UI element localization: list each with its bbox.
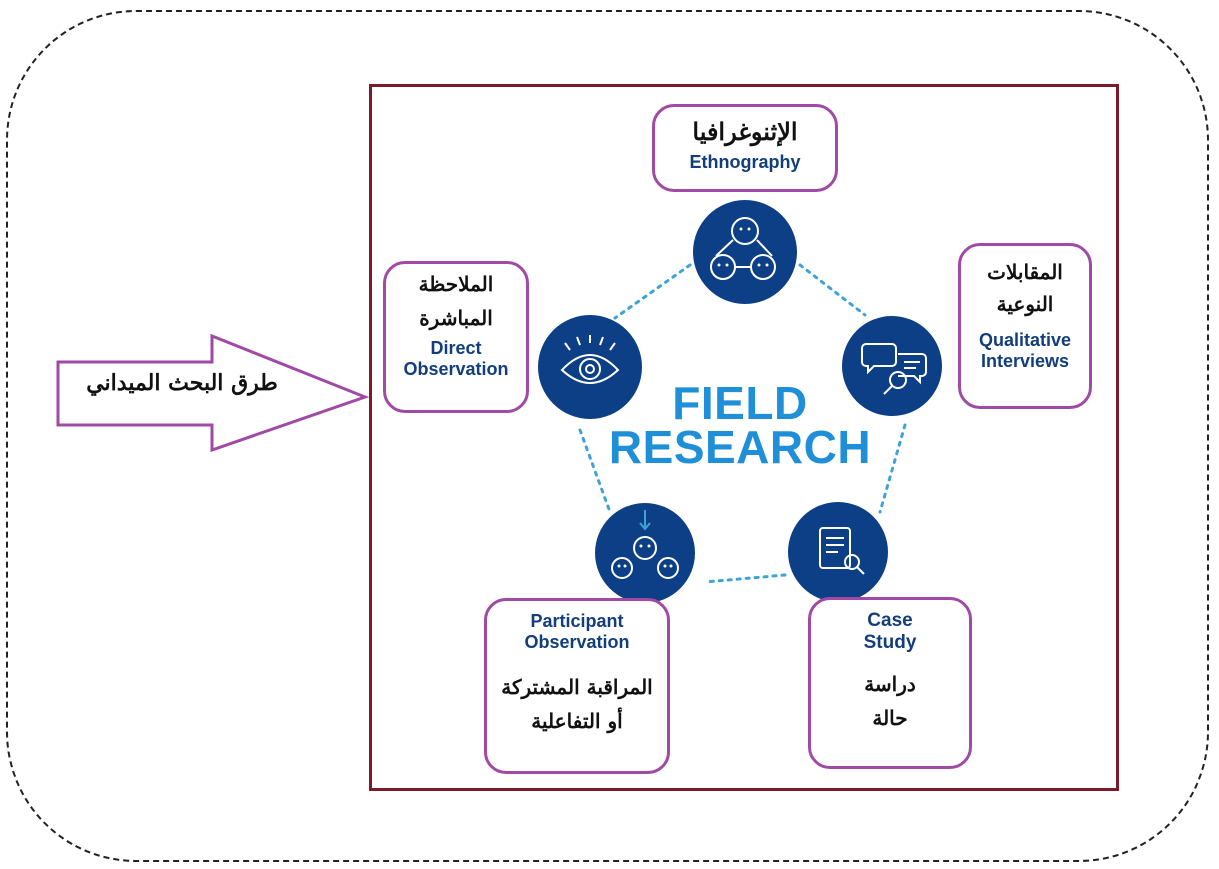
label-ethnography: الإثنوغرافيا Ethnography [652,104,838,192]
three-people-network-icon [693,200,797,304]
label-case-study: Case Study دراسة حالة [808,597,972,769]
interviews-arabic-line-2: النوعية [996,292,1054,316]
direct-arabic-line-1: الملاحظة [418,272,494,296]
document-search-icon [788,502,888,602]
direct-english-line-2: Observation [403,359,509,379]
participant-english-line-2: Observation [524,632,630,652]
participant-english-line-1: Participant [530,611,624,631]
outer-dashed-border [6,10,1209,862]
direct-arabic-line-2: المباشرة [419,306,493,330]
speech-bubbles-search-icon [842,316,942,416]
label-participant-observation: Participant Observation المراقبة المشترك… [484,598,670,774]
group-arrow-icon [595,503,695,603]
eye-icon [538,315,642,419]
pointer-arrow [56,333,370,453]
label-qualitative-interviews: المقابلات النوعية Qualitative Interviews [958,243,1092,409]
arrow-label: طرق البحث الميداني [86,370,278,396]
interviews-english-line-2: Interviews [980,351,1070,371]
ethnography-arabic: الإثنوغرافيا [692,117,798,146]
interviews-english-line-1: Qualitative [978,330,1072,350]
case-study-arabic-line-2: حالة [872,706,908,730]
case-study-arabic-line-1: دراسة [864,672,916,696]
ethnography-english: Ethnography [689,152,801,172]
direct-english-line-1: Direct [430,338,482,358]
interviews-arabic-line-1: المقابلات [987,260,1063,284]
participant-arabic-line-2: أو التفاعلية [531,709,623,733]
dotted-ring [578,263,907,584]
label-direct-observation: الملاحظة المباشرة Direct Observation [383,261,529,413]
case-study-english-line-2: Study [863,632,917,653]
center-title-line-1: FIELD [672,377,808,429]
case-study-english-line-1: Case [867,610,913,631]
participant-arabic-line-1: المراقبة المشتركة [501,675,653,699]
center-title-line-2: RESEARCH [608,421,872,473]
